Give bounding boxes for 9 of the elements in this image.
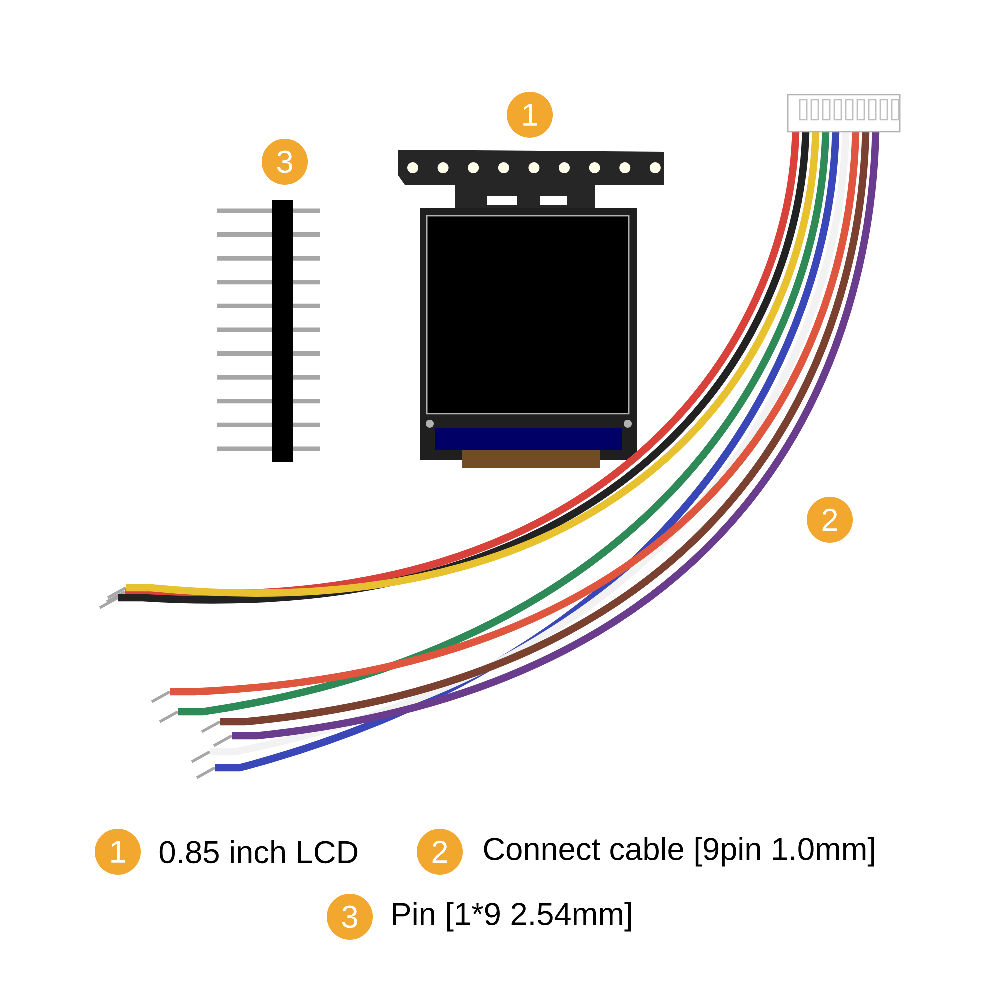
legend-text: Pin [1*9 2.54mm] <box>393 902 632 932</box>
callout-number: 2 <box>807 496 854 543</box>
callout-number: 2 <box>417 829 464 875</box>
callout-number: 3 <box>262 138 308 185</box>
callout-number: 1 <box>507 92 554 138</box>
legend-text: 0.85 inch LCD <box>160 840 358 864</box>
callout-number: 1 <box>95 829 141 875</box>
legend-text: Connect cable [9pin 1.0mm] <box>484 837 874 867</box>
callout-number: 3 <box>327 894 374 940</box>
